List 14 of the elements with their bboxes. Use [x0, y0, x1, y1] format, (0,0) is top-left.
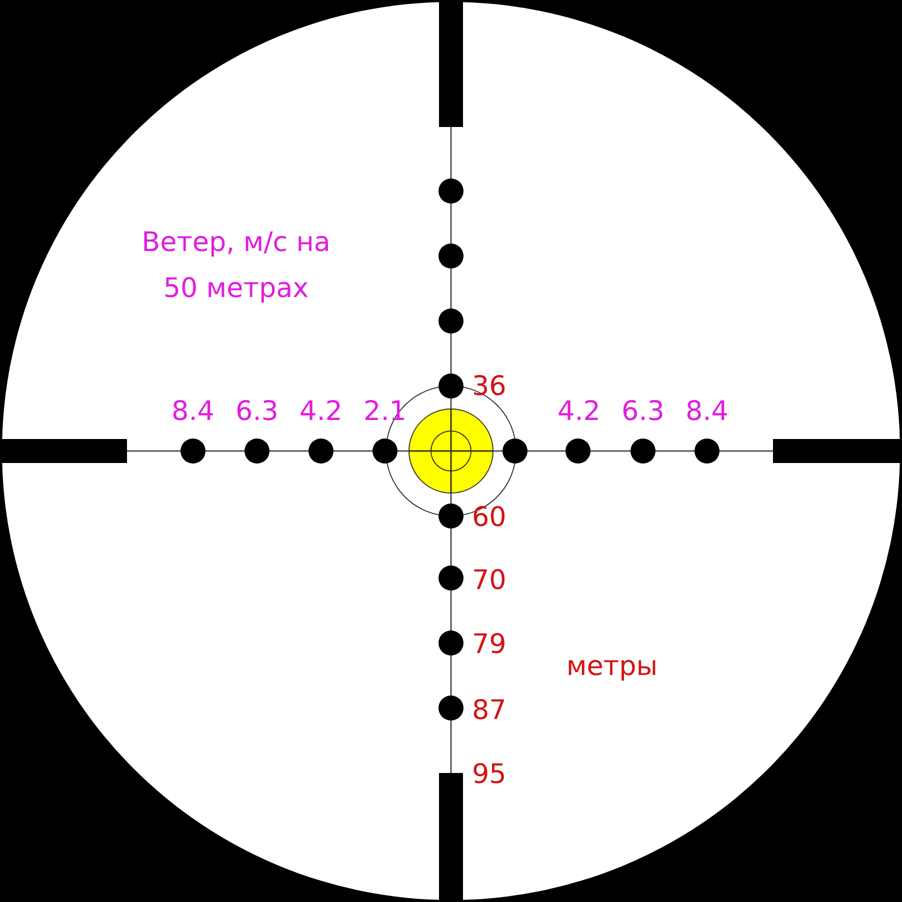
- wind-number: 4.2: [558, 395, 600, 430]
- range-number: 87: [472, 694, 506, 728]
- range-number: 70: [472, 564, 506, 598]
- range-number: 79: [472, 628, 506, 662]
- range-number: 60: [472, 501, 506, 536]
- range-number: 36: [472, 370, 506, 404]
- wind-number: 4.2: [300, 395, 342, 430]
- wind-caption: Ветер, м/с на 50 метрах: [140, 226, 332, 306]
- wind-number: 6.3: [622, 395, 664, 430]
- range-number: 95: [472, 758, 506, 792]
- wind-number: 6.3: [236, 395, 278, 430]
- wind-number: 8.4: [172, 395, 214, 430]
- unit-label: метры: [566, 650, 658, 684]
- wind-number: 8.4: [686, 395, 728, 430]
